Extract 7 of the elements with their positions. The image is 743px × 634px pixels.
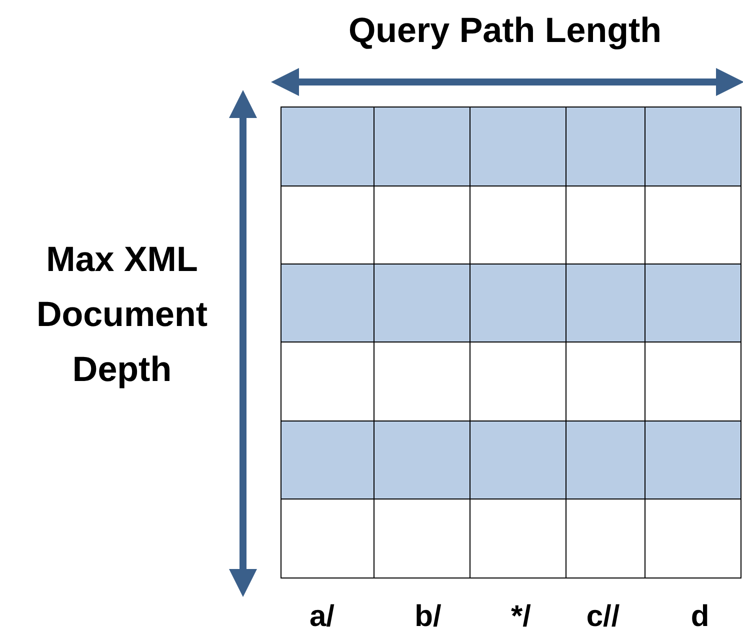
column-label: a/ — [308, 600, 336, 634]
column-label: */ — [510, 600, 532, 634]
axis-title: Max XML Document Depth — [35, 239, 209, 391]
column-label: d — [690, 600, 710, 634]
axis-title: Query Path Length — [347, 10, 663, 52]
column-label: c// — [585, 600, 621, 634]
column-label: b/ — [414, 600, 442, 634]
